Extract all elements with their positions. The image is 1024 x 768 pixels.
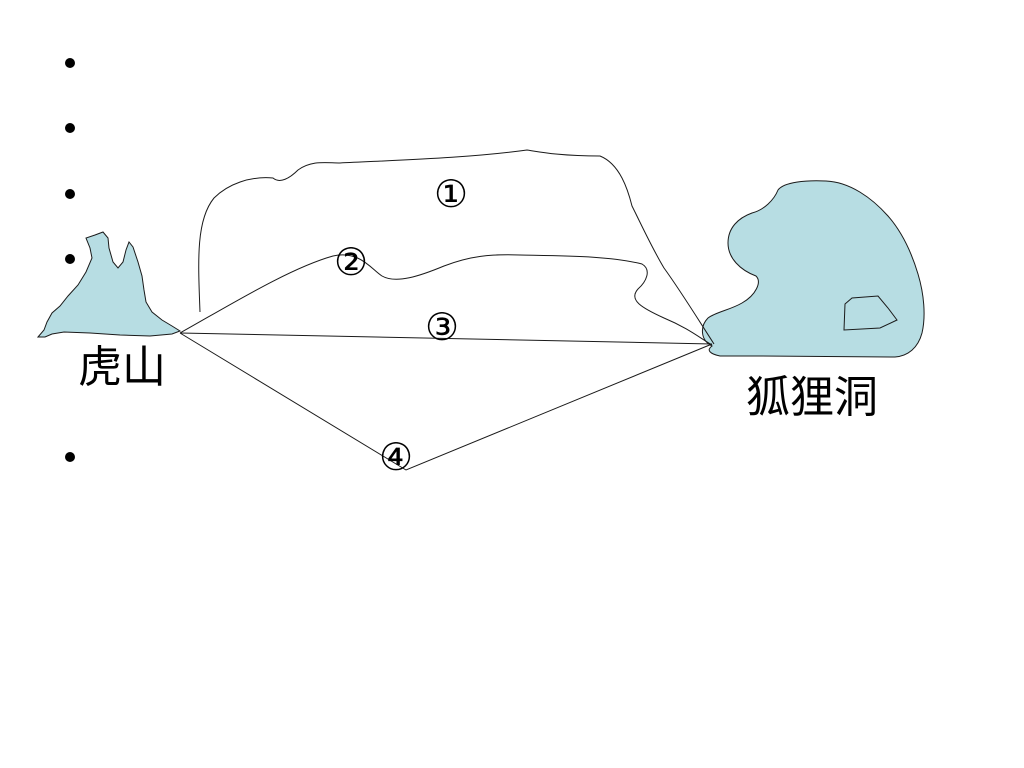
fox-den-shape — [702, 180, 925, 358]
bullet-1 — [65, 58, 75, 68]
tiger-mountain-shape — [36, 231, 182, 338]
bullet-5 — [65, 452, 75, 462]
bullet-3 — [65, 189, 75, 199]
route-1-path — [198, 149, 715, 345]
bullet-4 — [65, 254, 75, 264]
fox-den-inner-shape — [843, 295, 898, 331]
route-3-label: ③ — [425, 305, 459, 349]
bullet-list — [65, 58, 75, 462]
route-2-label: ② — [334, 240, 368, 284]
route-4-label: ④ — [379, 435, 413, 479]
bullet-2 — [65, 123, 75, 133]
route-1-label: ① — [434, 172, 468, 216]
route-2-path — [179, 254, 713, 346]
route-3-path — [179, 332, 713, 345]
route-4-path — [179, 332, 713, 471]
tiger-mountain-label: 虎山 — [78, 342, 166, 393]
fox-den-label: 狐狸洞 — [746, 372, 878, 423]
